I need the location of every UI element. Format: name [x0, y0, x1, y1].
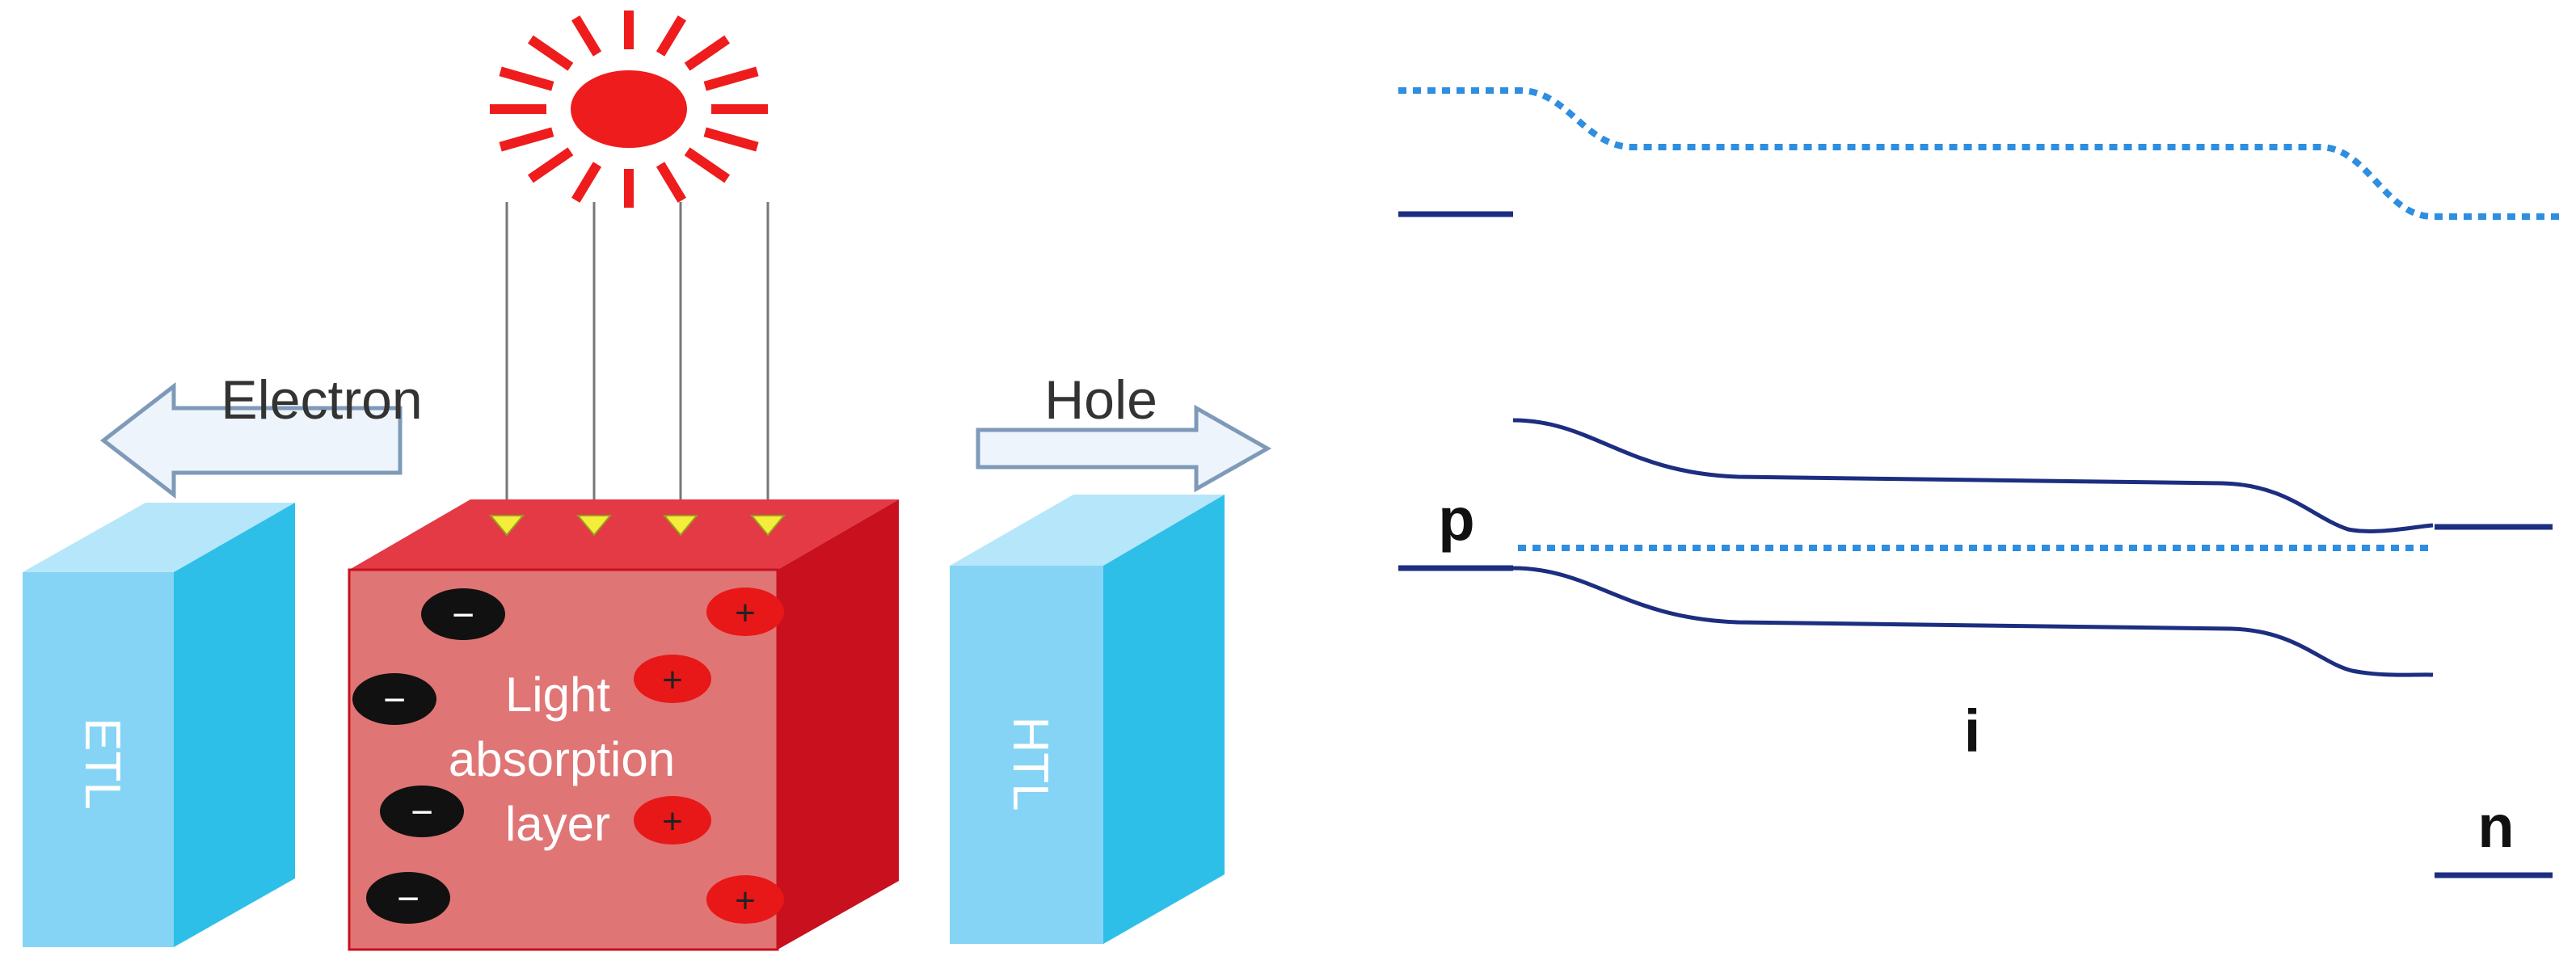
- ray-tip: [749, 515, 786, 537]
- electron-1: −: [421, 588, 505, 640]
- hole-arrow-icon: [976, 404, 1272, 493]
- svg-text:−: −: [397, 878, 419, 920]
- hole-3: +: [634, 796, 711, 845]
- svg-text:+: +: [662, 660, 683, 700]
- ray-tip: [575, 515, 613, 537]
- hole-1: +: [706, 588, 784, 636]
- electron-label: Electron: [221, 369, 422, 431]
- ray-tip: [662, 515, 699, 537]
- htl-block: HTL: [950, 495, 1225, 944]
- ray-tips: [488, 515, 786, 537]
- electron-4: −: [366, 872, 450, 924]
- sun-ray: [571, 15, 602, 57]
- charge-carriers: − − − − + + + +: [352, 588, 784, 924]
- absorber-label-line1: Light: [505, 668, 610, 722]
- absorber-label-line3: layer: [505, 797, 610, 851]
- sun-disc: [571, 70, 687, 148]
- sun-ray: [656, 162, 686, 203]
- sun-ray: [527, 147, 574, 183]
- sun-ray: [703, 127, 759, 152]
- region-n-label: n: [2477, 793, 2514, 860]
- vacuum-level-dotted: [1398, 87, 2561, 220]
- sun-ray: [499, 127, 554, 152]
- svg-text:+: +: [735, 593, 756, 633]
- band-diagram: p i n: [1398, 87, 2561, 878]
- svg-text:+: +: [662, 802, 683, 841]
- htl-label: HTL: [1002, 716, 1058, 811]
- hole-label: Hole: [1044, 369, 1157, 431]
- svg-text:−: −: [452, 594, 474, 637]
- sun-ray: [656, 15, 686, 57]
- etl-label: ETL: [74, 718, 130, 810]
- sun-ray: [571, 162, 602, 203]
- ray-tip: [488, 515, 525, 537]
- svg-text:−: −: [411, 791, 433, 834]
- region-i-label: i: [1964, 697, 1981, 764]
- electron-arrow-icon: [99, 381, 403, 499]
- conduction-band: [1512, 418, 2434, 533]
- electron-3: −: [380, 786, 464, 837]
- electron-2: −: [352, 673, 436, 725]
- etl-block: ETL: [23, 503, 295, 947]
- sun-ray: [499, 66, 554, 91]
- sun-ray: [684, 35, 731, 71]
- valence-band: [1512, 566, 2434, 677]
- region-p-label: p: [1438, 486, 1474, 553]
- hole-2: +: [634, 655, 711, 703]
- sun-ray: [684, 147, 731, 183]
- sun-icon: [490, 11, 768, 208]
- light-rays: [505, 202, 769, 509]
- svg-text:+: +: [735, 881, 756, 920]
- svg-text:−: −: [383, 679, 406, 722]
- sun-ray: [527, 35, 574, 71]
- absorber-label-line2: absorption: [449, 732, 675, 786]
- hole-4: +: [706, 875, 784, 924]
- sun-ray: [703, 66, 759, 91]
